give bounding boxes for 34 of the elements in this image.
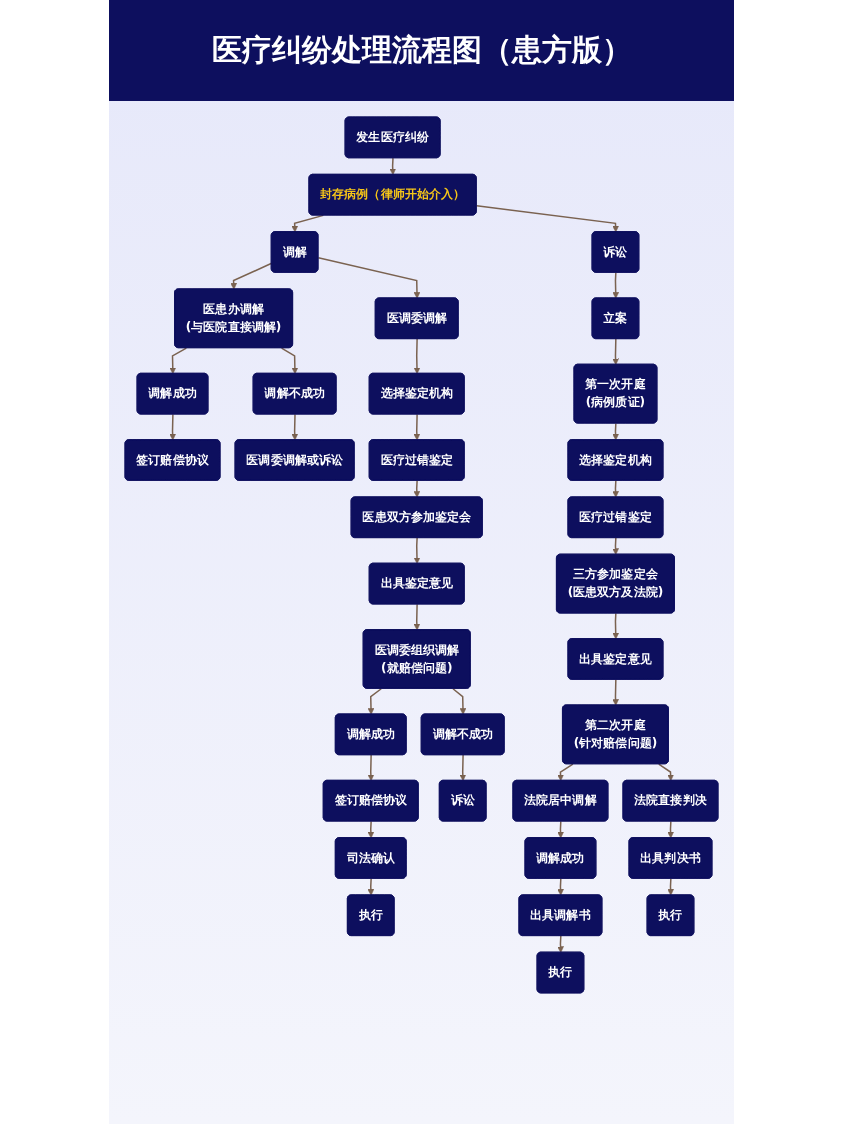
arrow — [667, 820, 674, 839]
arrow — [169, 413, 176, 441]
arrow — [452, 688, 467, 715]
title: 医疗纠纷处理流程图（患方版） — [109, 0, 734, 101]
arrow — [413, 338, 421, 374]
arrow — [413, 479, 421, 498]
arrow — [367, 688, 382, 715]
arrow — [667, 877, 674, 896]
arrow — [459, 754, 467, 781]
arrow — [367, 820, 375, 839]
arrow — [367, 754, 375, 781]
arrow — [317, 257, 421, 299]
arrow — [612, 612, 619, 640]
arrow — [612, 338, 619, 365]
arrow — [612, 479, 619, 498]
arrow — [658, 763, 674, 781]
arrow — [557, 935, 564, 953]
arrow — [557, 763, 574, 781]
arrow — [557, 877, 564, 896]
arrow — [413, 413, 421, 441]
arrow — [612, 422, 619, 441]
arrow — [367, 877, 375, 896]
arrow — [413, 537, 421, 564]
arrow — [612, 678, 619, 706]
arrow — [475, 205, 619, 233]
arrow — [413, 603, 421, 631]
arrow — [169, 347, 188, 374]
arrow — [612, 271, 619, 299]
arrow — [557, 820, 564, 839]
arrow — [291, 413, 299, 441]
arrow — [389, 157, 397, 175]
arrow — [230, 262, 273, 290]
arrow — [280, 347, 299, 374]
arrow — [612, 537, 619, 555]
